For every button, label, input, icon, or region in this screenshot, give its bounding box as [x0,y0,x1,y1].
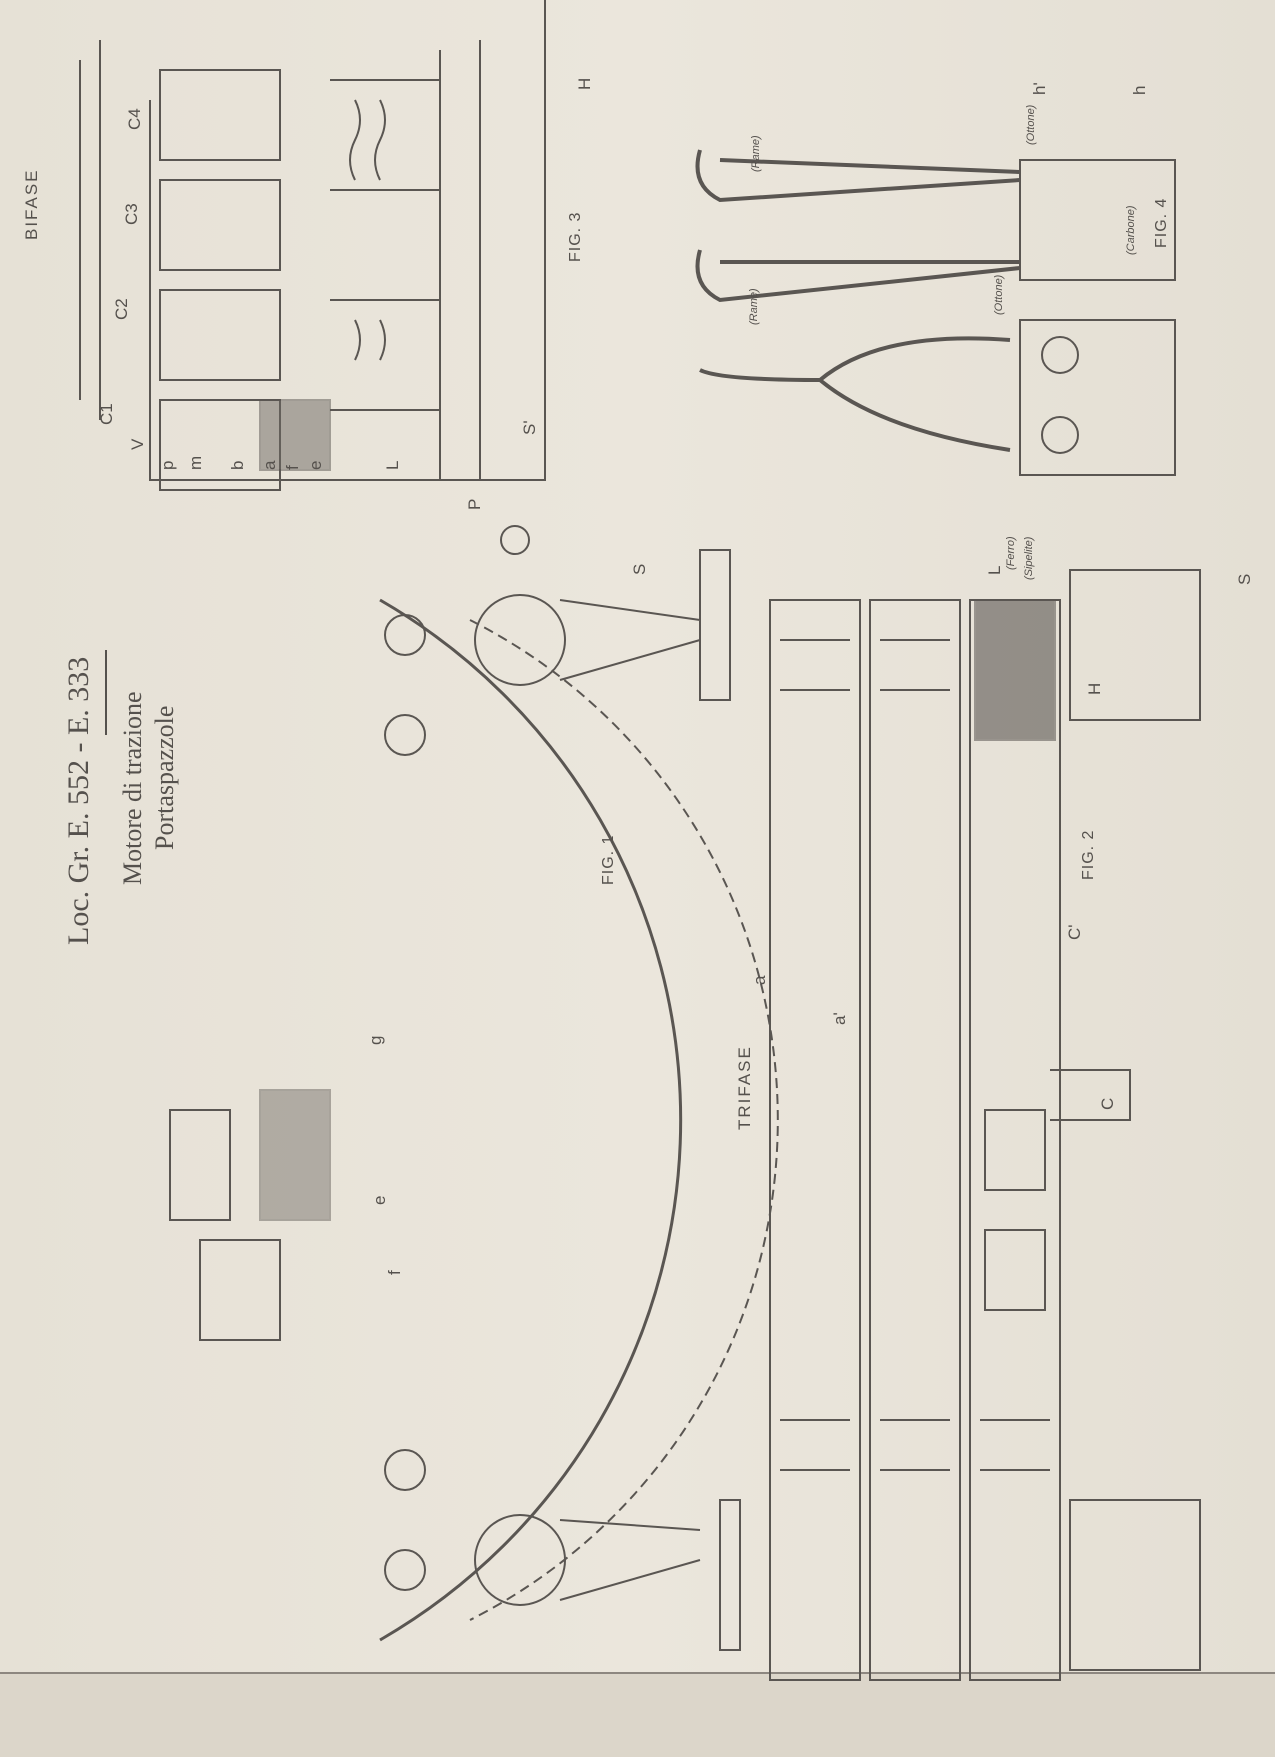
label-S-fig1: S [630,563,649,575]
section-bifase: BIFASE [22,168,41,240]
label-e: e [306,460,325,470]
drawing-subtitle-motor: Motore di trazione [118,691,147,886]
label-p: p [158,460,177,470]
fig4-label: FIG. 4 [1153,197,1170,248]
label-C-prime: C' [1065,924,1084,940]
label-C3: C3 [122,203,141,225]
label-P: P [465,498,484,510]
page-bottom-edge [0,1672,1275,1757]
label-S-fig2: S [1235,573,1254,585]
label-e-fig1: e [370,1195,389,1205]
material-ferro: (Ferro) [1005,536,1017,570]
fig1-label: FIG. 1 [600,834,617,885]
material-rame-2: (Rame) [748,288,760,325]
fig1-brush-ring [169,525,779,1651]
label-V: V [128,438,147,450]
label-m: m [186,455,205,470]
label-g: g [366,1035,385,1045]
fig2-label: FIG. 2 [1080,829,1097,880]
label-a-fig2: a [750,975,769,985]
label-C: C [1098,1097,1117,1110]
label-S-prime: S' [520,420,539,435]
label-C4: C4 [125,108,144,130]
label-a: a [260,460,279,470]
material-carbone: (Carbone) [1125,205,1137,255]
label-h-prime: h' [1030,82,1049,95]
section-trifase: TRIFASE [735,1045,754,1130]
label-f-fig1: f [385,1270,404,1275]
label-f: f [283,465,302,470]
fig4-brush-shunts [695,149,1176,476]
label-b: b [228,460,247,470]
label-L: L [383,460,402,470]
label-H-top: H [575,77,594,90]
material-sipelite: (Sipelite) [1023,536,1035,580]
fig2-brush-rails [769,569,1201,1681]
material-ottone-2: (Ottone) [993,274,1005,315]
drawing-title: Loc. Gr. E. 552 - E. 333 [62,656,95,945]
label-h: h [1130,85,1149,95]
label-C1: C1 [97,403,116,425]
fig3-brush-holder-assembly [79,0,546,491]
label-H-fig2: H [1085,682,1104,695]
fig3-label: FIG. 3 [567,211,584,262]
drawing-subtitle-brush-holder: Portaspazzole [150,705,179,850]
material-ottone-1: (Ottone) [1025,104,1037,145]
label-a-prime: a' [830,1012,849,1025]
label-C2: C2 [112,298,131,320]
label-L-fig2: L [985,565,1004,575]
title-divider [105,650,107,735]
material-rame-1: (Rame) [750,135,762,172]
